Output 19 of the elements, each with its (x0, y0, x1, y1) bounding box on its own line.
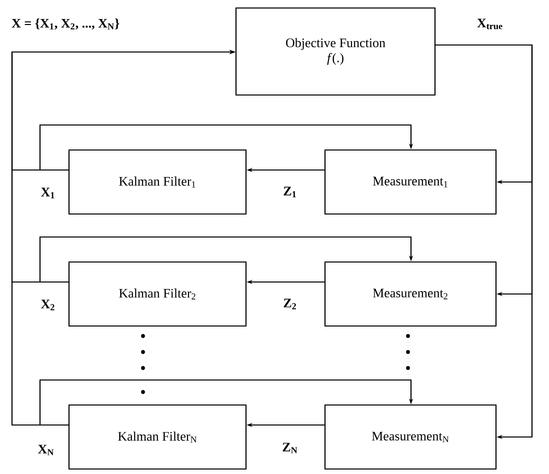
set-label: X = {X$_{1}$, X$_{2}$, ..., X$_{N}$} (12, 18, 120, 30)
edge-label: Z$_{2}$ (284, 298, 296, 310)
kalman-filter-box: Kalman Filter$_{1}$ (68, 149, 247, 215)
measurement-box: Measurement$_{1}$ (324, 149, 497, 215)
arrow (39, 236, 414, 283)
edge-label: X$_{1}$ (41, 188, 54, 198)
arrow (39, 124, 414, 171)
function-box: Objective Function f(.) (235, 7, 436, 96)
edge-label: Z$_{N}$ (282, 442, 298, 454)
edge-label: X$_{true}$ (477, 18, 502, 30)
kalman-filter-box: Kalman Filter$_{2}$ (68, 261, 247, 327)
edge-label: Z$_{1}$ (284, 186, 296, 198)
edge-label: X$_{2}$ (41, 300, 54, 310)
arrow (39, 379, 414, 426)
arrow (436, 44, 533, 440)
kalman-filter-box: Kalman Filter$_{N}$ (68, 404, 247, 470)
measurement-box: Measurement$_{2}$ (324, 261, 497, 327)
measurement-box: Measurement$_{N}$ (324, 404, 497, 470)
edge-label: X$_{N}$ (38, 444, 54, 456)
